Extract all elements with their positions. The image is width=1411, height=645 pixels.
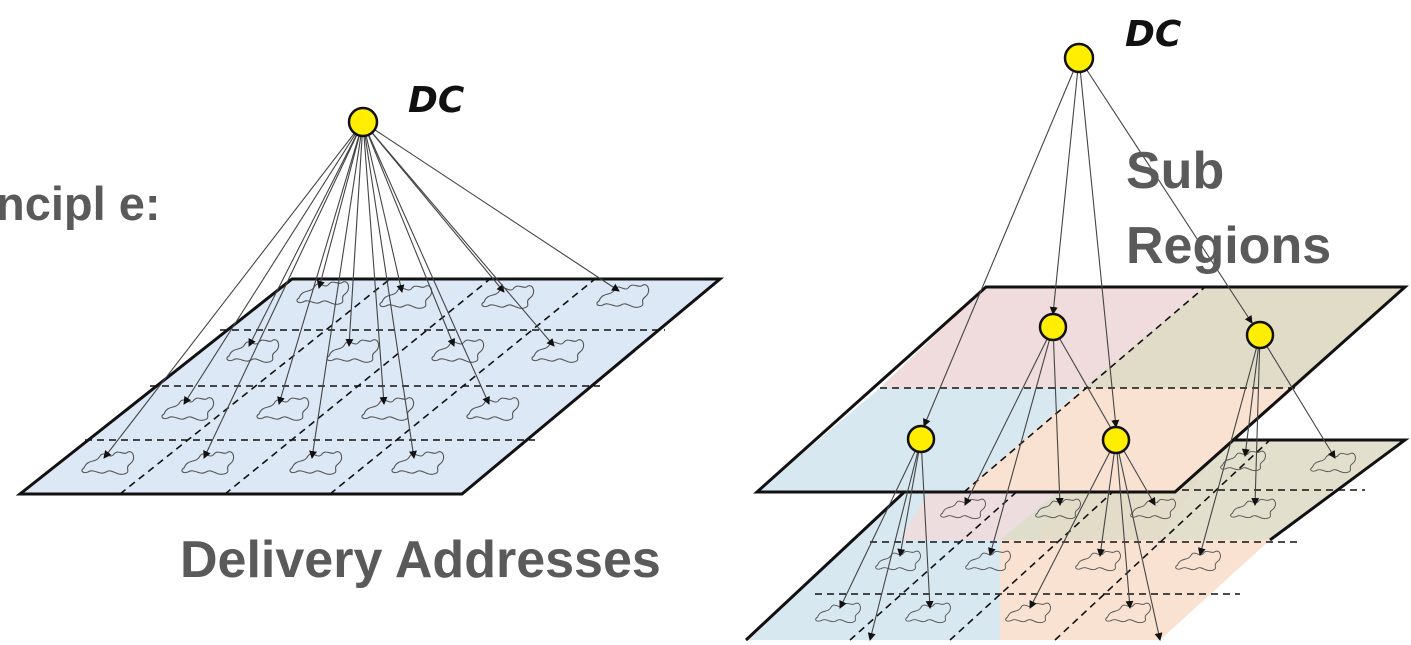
route-arrow bbox=[362, 121, 456, 347]
route-arrow bbox=[362, 121, 417, 459]
dc-to-depot-arrow bbox=[1078, 57, 1253, 324]
route-arrow bbox=[277, 121, 364, 405]
subregion-pink bbox=[880, 287, 1205, 388]
route-arrow bbox=[362, 121, 620, 292]
route-arrow bbox=[103, 121, 364, 459]
route-arrow bbox=[362, 121, 388, 405]
dc-label-left: DC bbox=[408, 80, 465, 121]
depot-to-address-arrow bbox=[1029, 439, 1117, 609]
depot-to-address-arrow bbox=[920, 438, 934, 609]
right-dc-node bbox=[1063, 42, 1095, 74]
depot-to-address-arrow bbox=[1251, 334, 1261, 506]
dc-to-depot-arrow bbox=[1078, 57, 1120, 428]
depot-to-address-arrow bbox=[839, 438, 922, 609]
dc-to-depot-arrow bbox=[923, 57, 1080, 427]
depot-to-address-arrow bbox=[867, 438, 922, 641]
left-panel bbox=[15, 106, 725, 496]
depot-to-address-arrow bbox=[1115, 439, 1134, 609]
right-dc-routes bbox=[923, 57, 1253, 428]
left-grid bbox=[85, 278, 665, 495]
route-arrow bbox=[203, 121, 364, 459]
depot-to-address-arrow bbox=[897, 438, 922, 557]
depot-to-address-arrow bbox=[1052, 326, 1156, 506]
route-arrow bbox=[362, 121, 555, 347]
depot-to-address-arrow bbox=[1052, 326, 1064, 506]
dc-label-right: DC bbox=[1125, 14, 1182, 55]
right-panel bbox=[744, 42, 1410, 642]
subregion-depot-blue bbox=[906, 424, 936, 454]
depot-to-address-arrow bbox=[1259, 334, 1336, 459]
depot-to-address-arrow bbox=[1096, 439, 1117, 557]
dc-to-depot-arrow bbox=[1049, 57, 1080, 315]
depot-to-address-arrow bbox=[1241, 334, 1261, 457]
subregion-olive bbox=[1083, 287, 1405, 388]
depot-to-address-arrow bbox=[1115, 439, 1163, 641]
sub-regions-label-line2: Regions bbox=[1126, 217, 1332, 275]
principle-label: ncipl e: bbox=[0, 177, 161, 230]
delivery-addresses-label: Delivery Addresses bbox=[180, 531, 661, 589]
route-arrow bbox=[362, 121, 490, 405]
route-arrow bbox=[309, 121, 364, 459]
subregion-depot-pink bbox=[1038, 312, 1068, 342]
depot-to-address-arrow bbox=[964, 326, 1054, 506]
left-dc-node bbox=[347, 106, 379, 138]
route-arrow bbox=[362, 121, 405, 293]
subregion-depot-olive bbox=[1245, 320, 1275, 350]
route-arrow bbox=[316, 121, 364, 289]
subregion-depot-peach bbox=[1101, 425, 1131, 455]
depot-to-address-arrow bbox=[1197, 334, 1261, 556]
route-arrow bbox=[183, 121, 364, 405]
route-arrow bbox=[248, 121, 364, 347]
sub-regions-label-line1: Sub bbox=[1126, 142, 1225, 200]
depot-to-address-arrow bbox=[988, 326, 1054, 556]
right-subregion-routes bbox=[839, 326, 1336, 641]
left-dc-routes bbox=[103, 121, 620, 459]
route-arrow bbox=[345, 121, 364, 347]
